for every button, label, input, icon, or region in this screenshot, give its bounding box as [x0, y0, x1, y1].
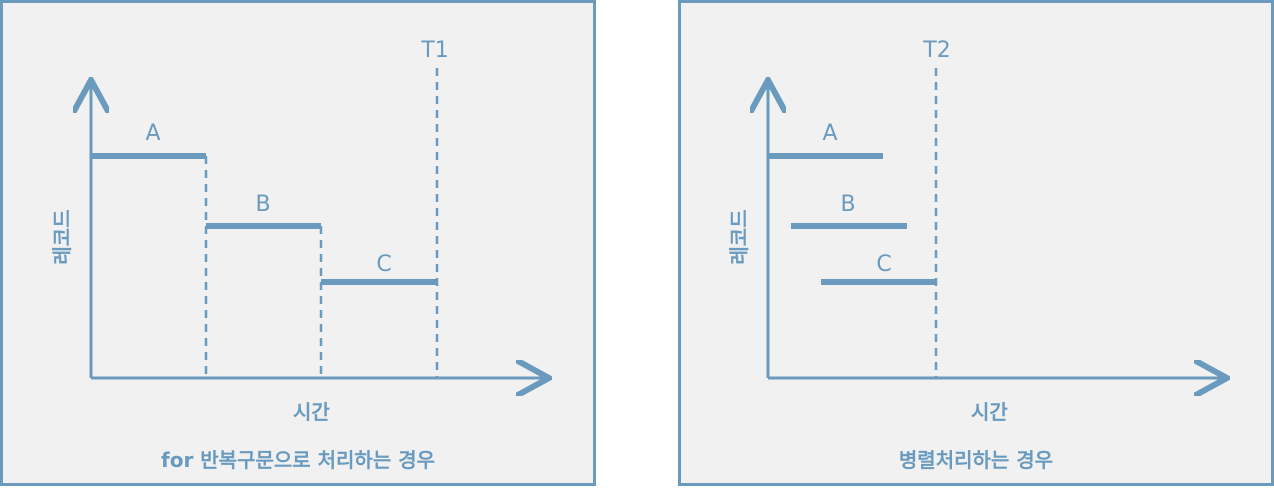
time-marker-t2: T2 — [922, 38, 950, 63]
record-label-a: A — [145, 121, 160, 146]
record-label-b: B — [840, 192, 855, 217]
time-marker-t1: T1 — [420, 38, 448, 63]
record-label-a: A — [822, 121, 837, 146]
record-label-b: B — [255, 192, 270, 217]
x-axis-label: 시간 — [971, 400, 1008, 424]
parallel-panel: A B C T2 레코드 시간 병렬처리하는 경우 — [678, 0, 1274, 486]
record-label-c: C — [376, 252, 391, 277]
record-label-c: C — [876, 252, 891, 277]
sequential-diagram: A B C T1 레코드 — [50, 38, 599, 489]
sequential-panel: A B C T1 레코드 시간 for 반복구문으로 처리하는 경우 — [0, 0, 596, 486]
panel-caption: for 반복구문으로 처리하는 경우 — [161, 448, 435, 472]
y-axis-label: 레코드 — [50, 209, 74, 264]
y-axis-label: 레코드 — [727, 209, 751, 264]
panel-caption: 병렬처리하는 경우 — [898, 448, 1054, 472]
x-axis-label: 시간 — [293, 400, 330, 424]
parallel-diagram: A B C T2 레코드 — [727, 38, 1274, 489]
